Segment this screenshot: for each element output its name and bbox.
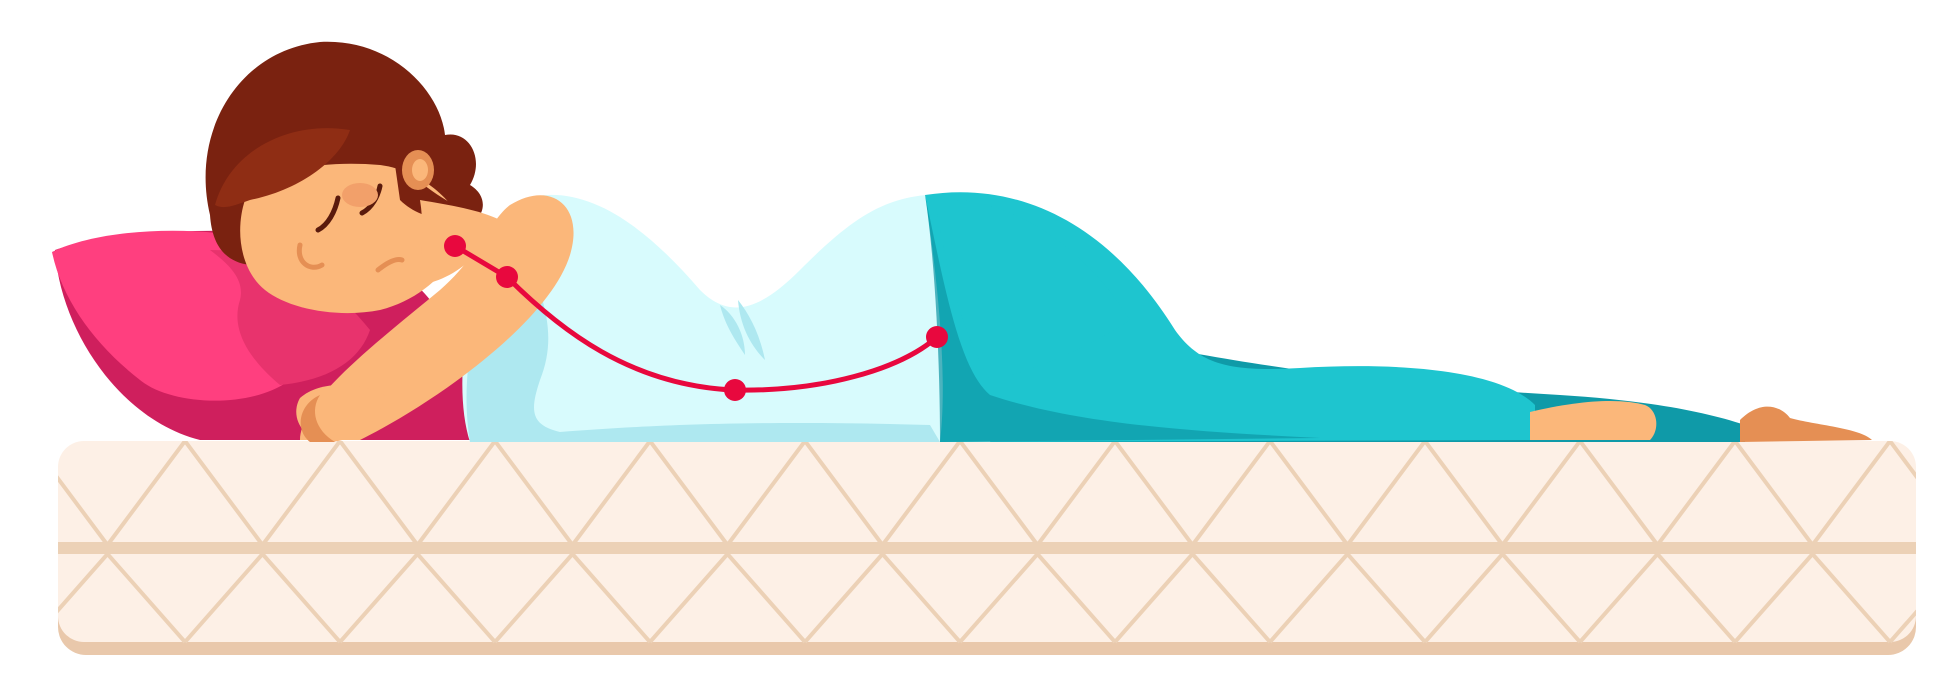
spine-point-upper-back bbox=[496, 266, 518, 288]
head bbox=[205, 41, 500, 314]
legs bbox=[925, 192, 1872, 442]
shirt-fold bbox=[720, 300, 765, 360]
pants-front bbox=[925, 192, 1535, 442]
mattress-pattern-bottom bbox=[58, 552, 1916, 644]
back-foot bbox=[1740, 406, 1872, 442]
arm bbox=[296, 195, 574, 442]
pants-shadow bbox=[925, 195, 1320, 442]
spine-alignment-indicator bbox=[444, 235, 948, 401]
spine-point-neck bbox=[444, 235, 466, 257]
upper-arm bbox=[300, 195, 574, 440]
pillow-mid bbox=[210, 250, 370, 385]
mattress-seam bbox=[58, 542, 1916, 554]
nose bbox=[296, 242, 325, 270]
spine-point-hip bbox=[926, 326, 948, 348]
ear-inner bbox=[412, 159, 428, 181]
mattress bbox=[58, 441, 1916, 655]
mouth bbox=[375, 257, 405, 273]
shirt bbox=[462, 194, 940, 442]
pants-hip bbox=[935, 199, 1130, 380]
eye-closed-left bbox=[315, 195, 341, 233]
hair-front bbox=[215, 128, 350, 208]
front-foot bbox=[1530, 400, 1657, 440]
mattress-body bbox=[58, 441, 1916, 642]
hand-shadow bbox=[300, 395, 335, 442]
cheek bbox=[342, 183, 378, 207]
spine-line bbox=[452, 243, 940, 393]
spine-point-mid-back bbox=[724, 379, 746, 401]
